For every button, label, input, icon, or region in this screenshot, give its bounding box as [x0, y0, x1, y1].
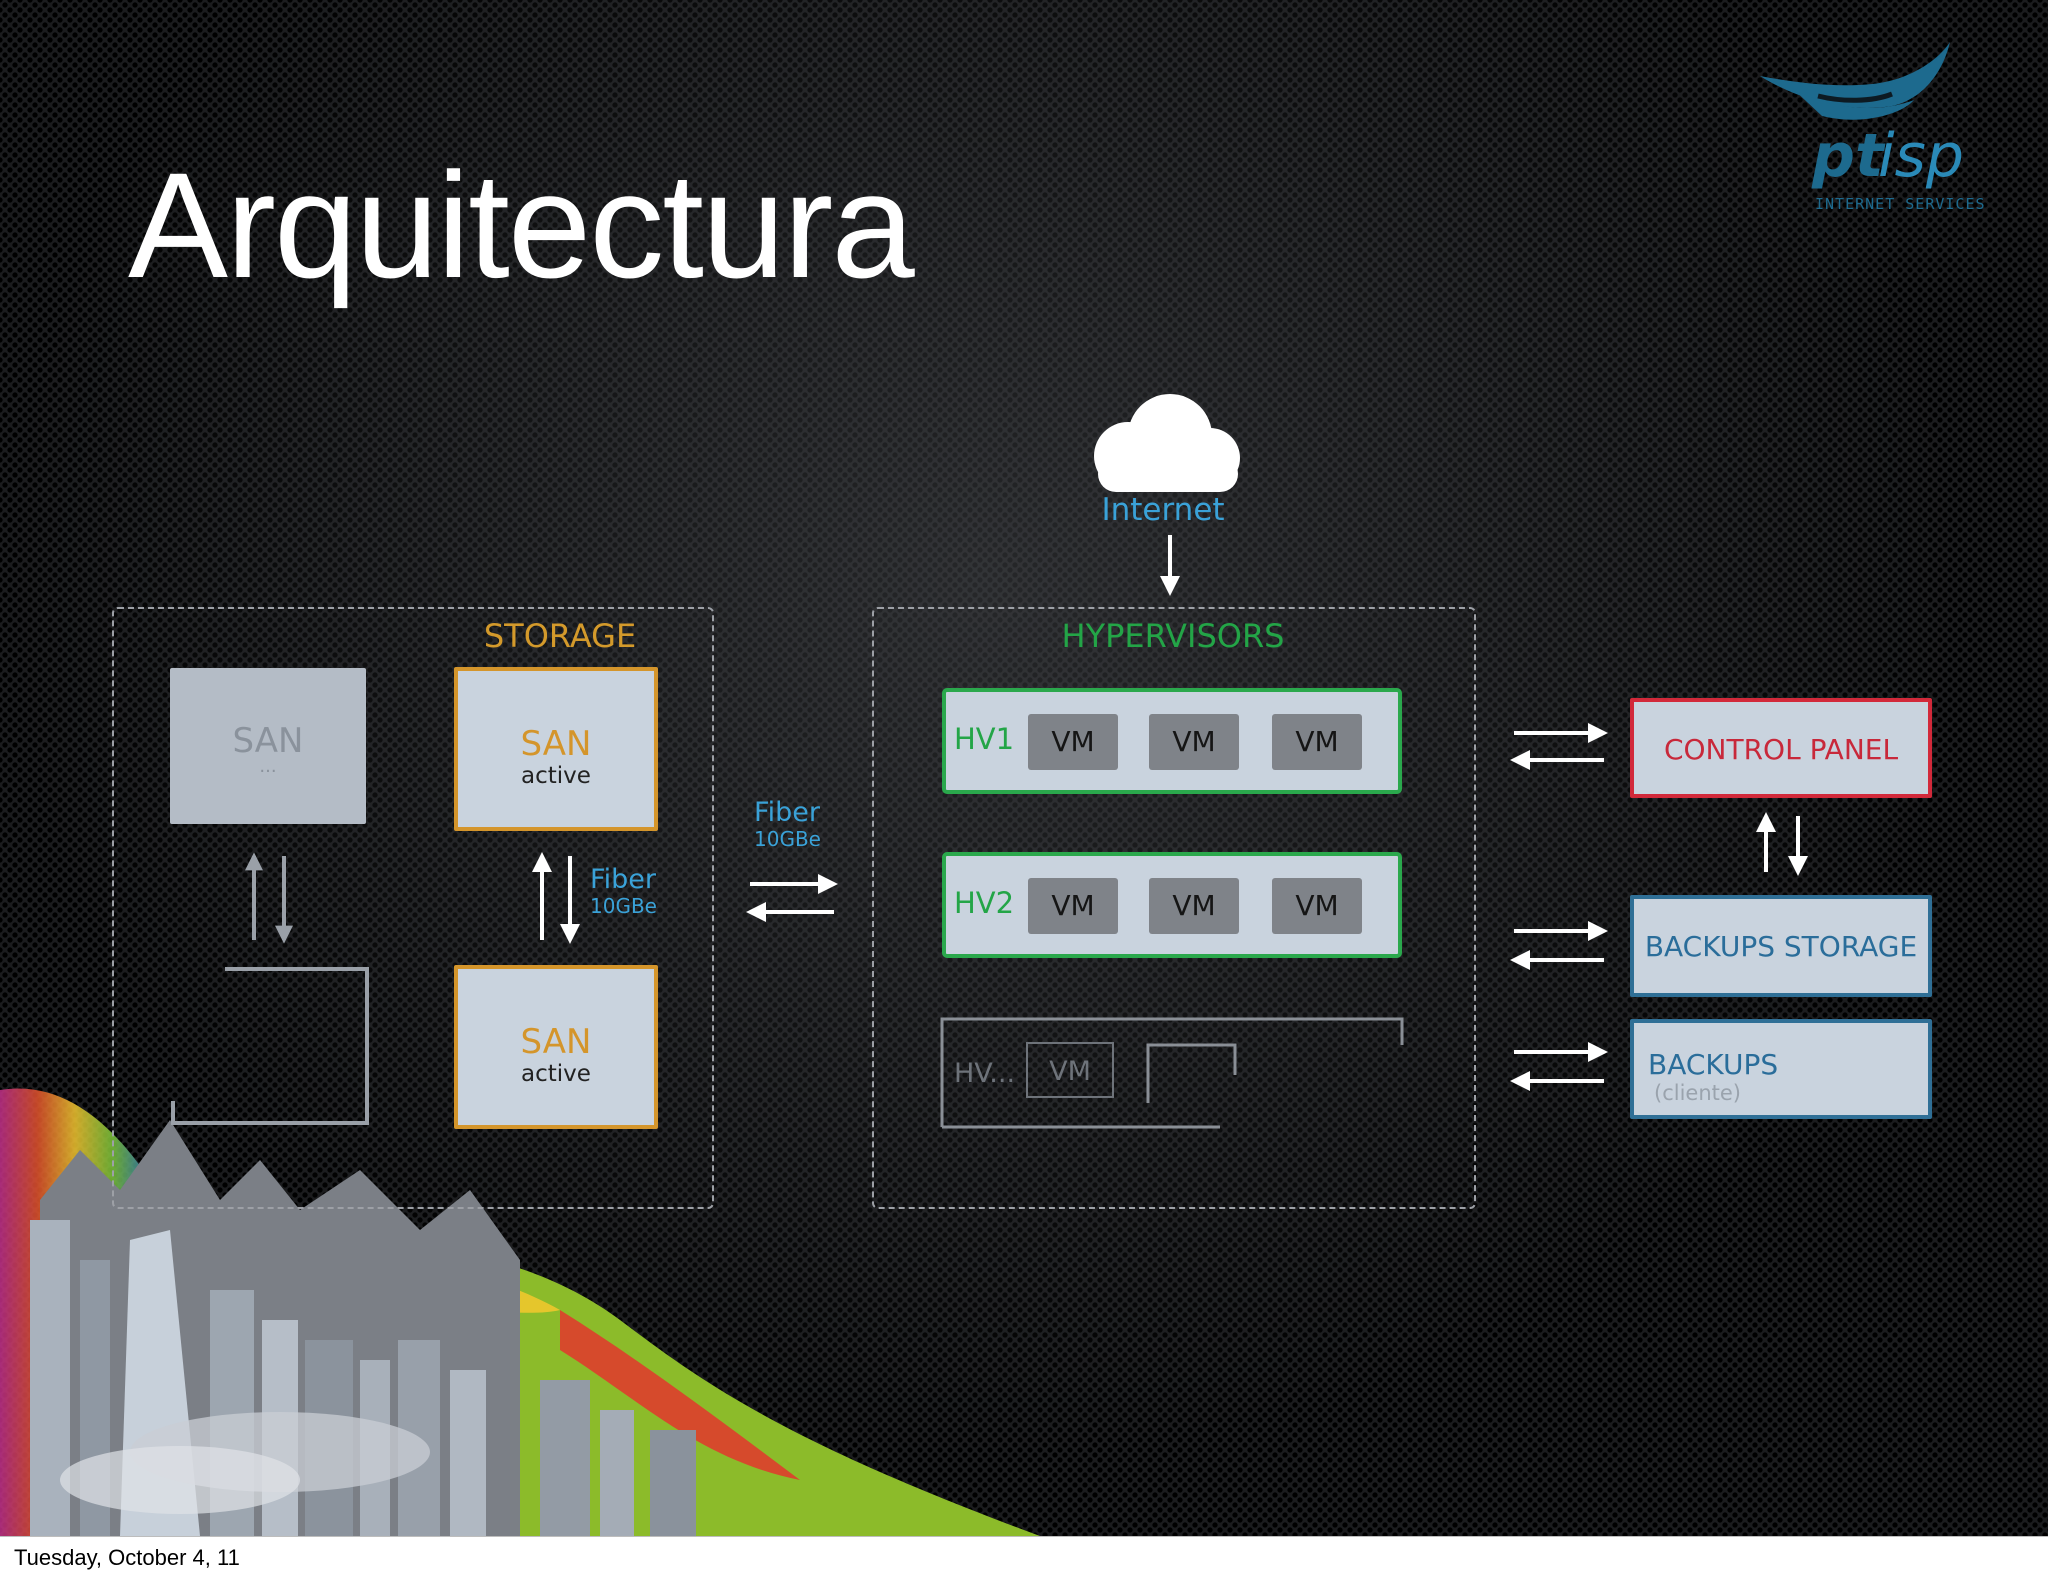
san-placeholder-outline — [171, 967, 369, 1125]
storage-title: STORAGE — [483, 617, 637, 655]
slide: Arquitectura pt isp INTERNET SERVICES — [0, 0, 2048, 1536]
hypervisor-row: HV2 VM VM VM — [942, 852, 1402, 958]
backups-storage-title: BACKUPS STORAGE — [1644, 930, 1918, 963]
san-active-name: SAN — [520, 724, 592, 764]
backups-storage-box: BACKUPS STORAGE — [1630, 895, 1932, 997]
hypervisors-group — [872, 607, 1476, 1209]
san-active-sub: active — [521, 1061, 591, 1087]
logo-tagline: INTERNET SERVICES — [1815, 195, 1986, 213]
fiber-label-line1: Fiber — [754, 797, 820, 828]
footer-date: Tuesday, October 4, 11 — [14, 1545, 240, 1570]
vm-chip: VM — [1028, 714, 1118, 770]
footer-bar: Tuesday, October 4, 11 — [0, 1536, 2048, 1577]
san-active-sub: active — [521, 763, 591, 789]
hypervisor-more-outline — [940, 1017, 1404, 1129]
logo-brand-part2: isp — [1878, 121, 1964, 191]
vm-ghost-chip: VM — [1026, 1042, 1114, 1098]
san-main-sub: ... — [259, 756, 277, 777]
hypervisor-label: HV1 — [954, 722, 1015, 756]
internet-label: Internet — [1101, 492, 1225, 528]
fiber-label-line1: Fiber — [590, 864, 656, 895]
san-active-box: SAN active — [454, 667, 658, 831]
link-fiber-label: Fiber 10GBe — [754, 799, 821, 849]
logo-boat-icon — [1760, 42, 1950, 108]
backups-title: BACKUPS — [1648, 1048, 1779, 1081]
logo-brand-part1: pt — [1811, 121, 1886, 191]
backups-box: BACKUPS (cliente) — [1630, 1019, 1932, 1119]
san-main-name: SAN — [232, 721, 304, 761]
vm-chip: VM — [1028, 878, 1118, 934]
hypervisor-more-label: HV... — [954, 1058, 1016, 1089]
san-main-box: SAN ... — [170, 668, 366, 824]
control-panel-box: CONTROL PANEL — [1630, 698, 1932, 798]
fiber-label-line2: 10GBe — [754, 827, 821, 851]
storage-group — [112, 607, 714, 1209]
san-active-name: SAN — [520, 1022, 592, 1062]
vm-chip: VM — [1149, 714, 1239, 770]
hypervisor-label: HV2 — [954, 886, 1015, 920]
backups-sub: (cliente) — [1654, 1081, 1741, 1105]
vm-chip: VM — [1149, 878, 1239, 934]
ptisp-logo: pt isp INTERNET SERVICES — [1760, 42, 1986, 213]
connection-arrows — [245, 535, 1808, 1091]
vm-chip: VM — [1272, 714, 1362, 770]
hypervisor-row: HV1 VM VM VM — [942, 688, 1402, 794]
cloud-icon — [1094, 394, 1240, 492]
storage-fiber-label: Fiber 10GBe — [590, 866, 657, 916]
san-active-box: SAN active — [454, 965, 658, 1129]
hypervisors-title: HYPERVISORS — [1061, 617, 1285, 655]
fiber-label-line2: 10GBe — [590, 894, 657, 918]
control-panel-title: CONTROL PANEL — [1663, 733, 1899, 766]
slide-title: Arquitectura — [128, 141, 915, 309]
vm-chip: VM — [1272, 878, 1362, 934]
